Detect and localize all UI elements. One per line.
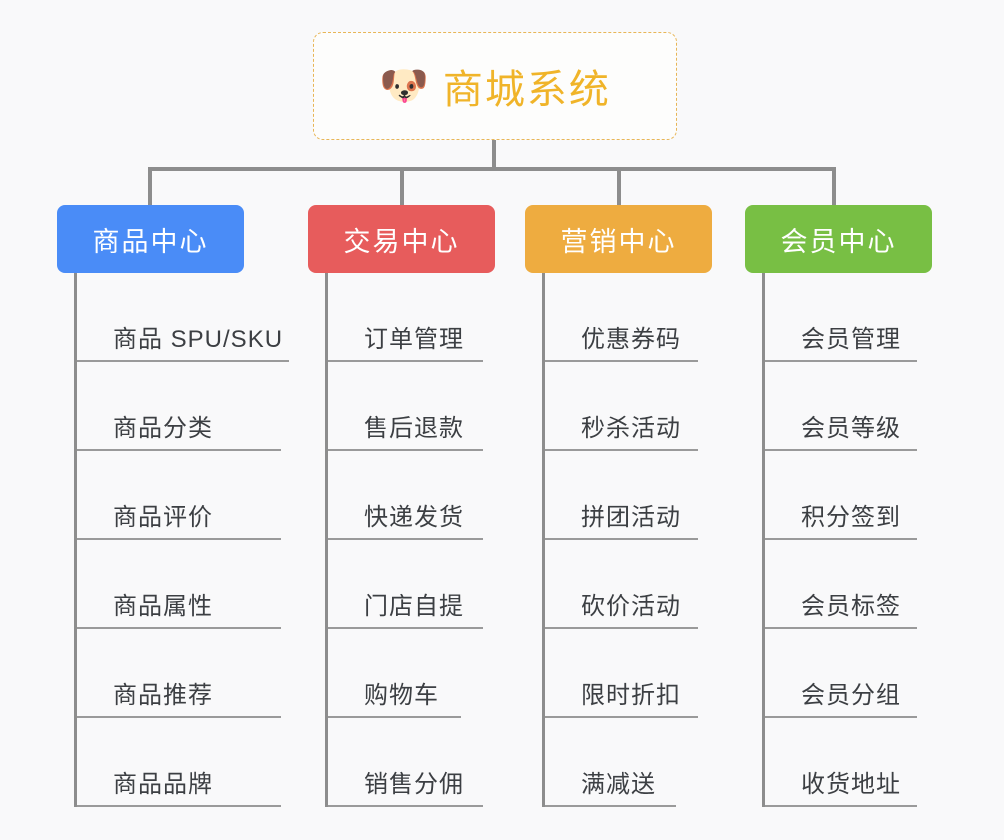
leaf-underline: [77, 805, 281, 807]
leaf-underline: [77, 449, 281, 451]
leaf-list-product-center: 商品 SPU/SKU 商品分类 商品评价 商品属性 商品推荐 商品品牌: [74, 273, 307, 807]
connector-drop-product-center: [148, 167, 152, 205]
connector-horizontal-bus: [148, 167, 836, 171]
leaf-label: 会员分组: [801, 682, 901, 709]
leaf-underline: [545, 449, 698, 451]
category-box-member-center[interactable]: 会员中心: [745, 205, 932, 273]
branch-product-center: 商品中心 商品 SPU/SKU 商品分类 商品评价 商品属性 商品推荐: [57, 205, 307, 807]
leaf-item[interactable]: 会员管理: [765, 273, 958, 362]
leaf-list-trade-center: 订单管理 售后退款 快递发货 门店自提 购物车 销售分佣: [325, 273, 525, 807]
leaf-item[interactable]: 砍价活动: [545, 540, 740, 629]
leaf-underline: [77, 360, 289, 362]
leaf-label: 优惠券码: [581, 326, 681, 353]
leaf-label: 砍价活动: [581, 593, 681, 620]
leaf-item[interactable]: 快递发货: [328, 451, 525, 540]
leaf-label: 商品 SPU/SKU: [113, 326, 284, 353]
leaf-label: 门店自提: [364, 593, 464, 620]
leaf-underline: [328, 538, 483, 540]
connector-root-stem: [492, 140, 496, 170]
category-box-trade-center[interactable]: 交易中心: [308, 205, 495, 273]
leaf-underline: [77, 716, 281, 718]
leaf-item[interactable]: 购物车: [328, 629, 525, 718]
leaf-underline: [765, 360, 917, 362]
leaf-label: 商品品牌: [113, 771, 213, 798]
leaf-item[interactable]: 商品属性: [77, 540, 307, 629]
leaf-label: 快递发货: [364, 504, 464, 531]
leaf-label: 拼团活动: [581, 504, 681, 531]
leaf-item[interactable]: 商品品牌: [77, 718, 307, 807]
leaf-underline: [328, 716, 461, 718]
leaf-label: 限时折扣: [581, 682, 681, 709]
leaf-item[interactable]: 商品 SPU/SKU: [77, 273, 307, 362]
root-node-title: 商城系统: [442, 68, 611, 112]
category-label: 商品中心: [92, 226, 209, 257]
leaf-underline: [328, 805, 483, 807]
leaf-item[interactable]: 优惠券码: [545, 273, 740, 362]
leaf-label: 商品推荐: [113, 682, 213, 709]
category-box-marketing-center[interactable]: 营销中心: [525, 205, 712, 273]
leaf-item[interactable]: 销售分佣: [328, 718, 525, 807]
leaf-item[interactable]: 秒杀活动: [545, 362, 740, 451]
shiba-dog-face-icon: 🐶: [379, 64, 429, 108]
category-label: 会员中心: [780, 226, 897, 257]
leaf-label: 商品属性: [113, 593, 213, 620]
leaf-underline: [545, 538, 698, 540]
leaf-label: 会员等级: [801, 415, 901, 442]
leaf-item[interactable]: 会员标签: [765, 540, 958, 629]
leaf-underline: [328, 449, 483, 451]
branch-trade-center: 交易中心 订单管理 售后退款 快递发货 门店自提 购物车: [308, 205, 525, 807]
category-label: 营销中心: [560, 226, 677, 257]
leaf-label: 会员标签: [801, 593, 901, 620]
category-label: 交易中心: [343, 226, 460, 257]
leaf-underline: [545, 360, 698, 362]
leaf-underline: [765, 805, 917, 807]
connector-drop-marketing-center: [617, 167, 621, 205]
leaf-item[interactable]: 门店自提: [328, 540, 525, 629]
leaf-item[interactable]: 商品推荐: [77, 629, 307, 718]
leaf-underline: [765, 716, 917, 718]
leaf-item[interactable]: 商品评价: [77, 451, 307, 540]
leaf-item[interactable]: 拼团活动: [545, 451, 740, 540]
leaf-item[interactable]: 售后退款: [328, 362, 525, 451]
leaf-label: 积分签到: [801, 504, 901, 531]
connector-drop-member-center: [832, 167, 836, 205]
leaf-underline: [765, 449, 917, 451]
leaf-underline: [545, 805, 676, 807]
leaf-underline: [545, 627, 698, 629]
leaf-label: 收货地址: [801, 771, 901, 798]
leaf-underline: [765, 538, 917, 540]
leaf-underline: [328, 360, 483, 362]
branch-member-center: 会员中心 会员管理 会员等级 积分签到 会员标签 会员分组: [745, 205, 958, 807]
leaf-label: 会员管理: [801, 326, 901, 353]
branch-marketing-center: 营销中心 优惠券码 秒杀活动 拼团活动 砍价活动 限时折扣: [525, 205, 740, 807]
category-box-product-center[interactable]: 商品中心: [57, 205, 244, 273]
leaf-underline: [77, 538, 281, 540]
leaf-item[interactable]: 限时折扣: [545, 629, 740, 718]
leaf-item[interactable]: 商品分类: [77, 362, 307, 451]
leaf-underline: [328, 627, 483, 629]
leaf-underline: [765, 627, 917, 629]
leaf-list-marketing-center: 优惠券码 秒杀活动 拼团活动 砍价活动 限时折扣 满减送: [542, 273, 740, 807]
leaf-label: 购物车: [364, 682, 439, 709]
leaf-item[interactable]: 订单管理: [328, 273, 525, 362]
leaf-label: 商品评价: [113, 504, 213, 531]
leaf-label: 售后退款: [364, 415, 464, 442]
leaf-item[interactable]: 积分签到: [765, 451, 958, 540]
leaf-item[interactable]: 收货地址: [765, 718, 958, 807]
leaf-item[interactable]: 会员等级: [765, 362, 958, 451]
root-node-mall-system[interactable]: 🐶 商城系统: [313, 32, 677, 140]
leaf-item[interactable]: 会员分组: [765, 629, 958, 718]
leaf-label: 销售分佣: [364, 771, 464, 798]
leaf-underline: [545, 716, 698, 718]
connector-drop-trade-center: [400, 167, 404, 205]
leaf-label: 订单管理: [364, 326, 464, 353]
leaf-label: 商品分类: [113, 415, 213, 442]
leaf-underline: [77, 627, 281, 629]
leaf-label: 满减送: [581, 771, 656, 798]
leaf-label: 秒杀活动: [581, 415, 681, 442]
leaf-item[interactable]: 满减送: [545, 718, 740, 807]
leaf-list-member-center: 会员管理 会员等级 积分签到 会员标签 会员分组 收货地址: [762, 273, 958, 807]
